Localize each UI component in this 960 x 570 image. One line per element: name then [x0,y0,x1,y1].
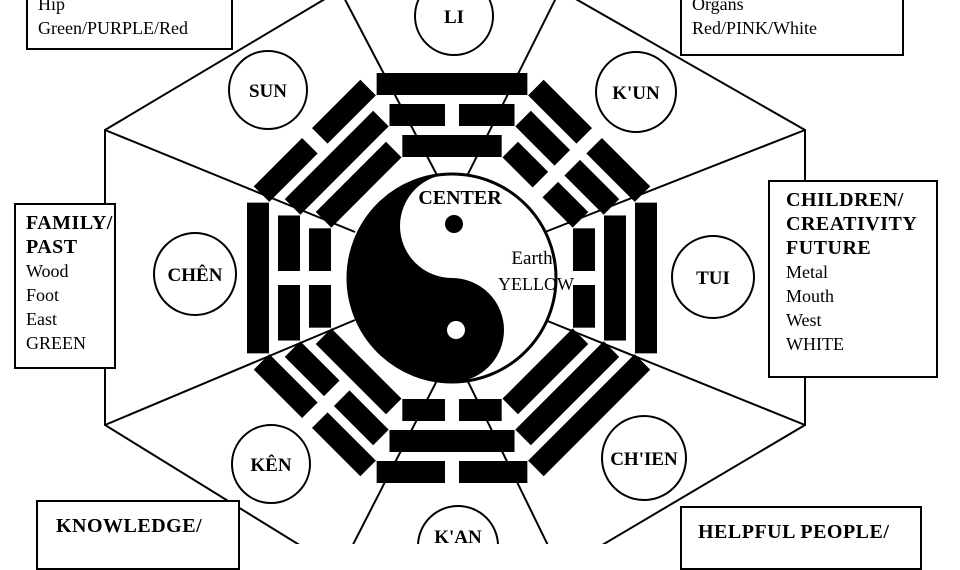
trigram-label-ken: KÊN [250,454,291,476]
trigram-line-broken [309,228,331,271]
trigram-line-broken [278,215,300,271]
box-top-left-line1: Hip [38,0,65,14]
trigram-line-broken [542,181,589,228]
center-yellow: YELLOW [498,274,574,294]
trigram-line-solid [315,141,402,228]
box-children-heading2: CREATIVITY [786,213,918,235]
trigram-line-solid [284,110,389,215]
trigram-line-solid [604,215,626,341]
trigram-circles [153,0,755,544]
trigram-line-broken [459,461,528,483]
box-children-heading3: FUTURE [786,237,872,259]
trigram-label-li: LI [444,7,464,28]
box-helpful-people: HELPFUL PEOPLE/ [680,506,922,570]
box-family-past: FAMILY/ PAST Wood Foot East GREEN [14,203,116,369]
box-family-heading1: FAMILY/ [26,212,113,234]
trigram-label-kun: K'UN [612,83,660,104]
trigram-line-broken [253,137,318,202]
trigram-line-broken [515,110,571,166]
box-top-left: Hip Green/PURPLE/Red [26,0,233,50]
box-family-item-2: Foot [26,285,60,305]
trigram-line-broken [564,159,620,215]
box-family-item-3: East [26,309,57,329]
trigram-label-chien: CH'IEN [610,449,678,470]
trigram-chien [502,328,651,477]
box-family-item-1: Wood [26,261,69,281]
trigram-line-broken [311,79,376,144]
trigram-line-broken [459,399,502,421]
bagua-diagram: LI K'UN TUI CH'IEN K'AN KÊN CHÊN SUN CEN… [104,0,806,544]
box-family-heading2: PAST [26,236,78,258]
trigram-line-broken [333,390,389,446]
trigram-line-solid [502,328,589,415]
box-knowledge-heading: KNOWLEDGE/ [56,515,203,537]
box-top-left-line2: Green/PURPLE/Red [38,18,188,38]
trigram-bars [247,73,657,483]
trigram-line-broken [586,137,651,202]
box-family-item-4: GREEN [26,333,86,353]
trigram-tui [573,202,657,354]
trigram-line-broken [402,399,445,421]
box-top-right-line2: Red/PINK/White [692,18,817,38]
box-top-right: Organs Red/PINK/White [680,0,904,56]
trigram-kun [502,79,651,228]
trigram-sun [253,79,402,228]
box-children-heading1: CHILDREN/ [786,189,904,211]
trigram-line-broken [278,285,300,341]
yin-yang-symbol [346,172,558,384]
box-children-item-1: Metal [786,262,828,282]
trigram-line-broken [459,104,515,126]
trigram-line-solid [389,430,515,452]
trigram-line-solid [376,73,528,95]
trigram-line-solid [402,135,502,157]
trigram-line-broken [284,341,340,397]
box-top-right-line1: Organs [692,0,744,14]
trigram-label-chen: CHÊN [168,264,223,286]
trigram-chen [247,202,331,354]
trigram-ken [253,328,402,477]
box-children-item-4: WHITE [786,334,844,354]
trigram-label-tui: TUI [696,268,730,289]
trigram-li [376,73,528,157]
trigram-line-broken [309,284,331,328]
yin-dot [447,321,465,339]
box-knowledge: KNOWLEDGE/ [36,500,240,570]
trigram-line-solid [315,328,402,415]
box-children-item-2: Mouth [786,286,835,306]
trigram-line-broken [376,461,445,483]
trigram-line-broken [573,285,595,328]
trigram-line-broken [389,104,445,126]
trigram-line-broken [253,354,318,419]
trigram-line-solid [515,341,620,446]
yang-dot [445,215,463,233]
trigram-line-broken [311,412,376,477]
trigram-label-kan: K'AN [434,527,482,544]
trigram-line-broken [528,79,593,144]
trigram-label-sun: SUN [249,81,287,102]
box-children-creativity: CHILDREN/ CREATIVITY FUTURE Metal Mouth … [768,180,938,378]
box-children-item-3: West [786,310,822,330]
center-label: CENTER [418,187,502,209]
box-helpful-heading: HELPFUL PEOPLE/ [698,521,890,543]
trigram-line-broken [502,141,549,188]
trigram-kan [376,399,528,483]
center-earth: Earth [511,248,553,269]
trigram-line-broken [573,228,595,272]
trigram-line-solid [635,202,657,354]
trigram-line-solid [247,202,269,354]
trigram-line-solid [528,354,651,477]
